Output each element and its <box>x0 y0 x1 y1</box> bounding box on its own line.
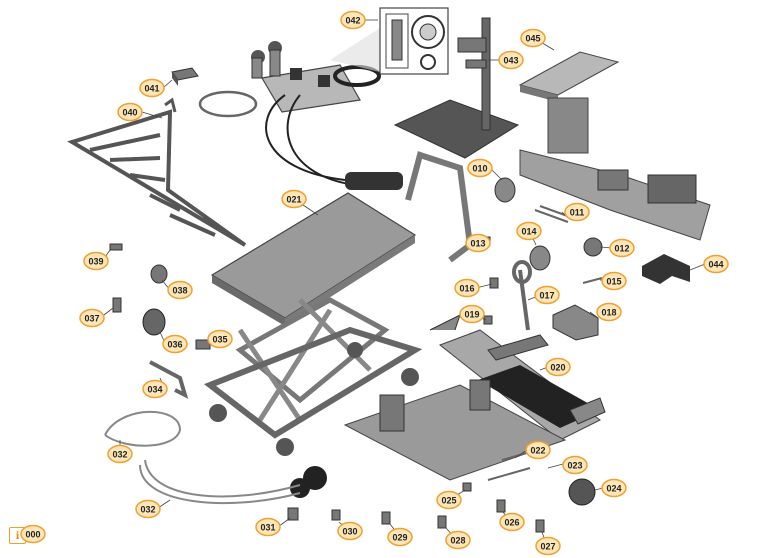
part-020-base-rail <box>343 329 606 481</box>
svg-text:012: 012 <box>614 244 629 254</box>
small-fittings <box>109 236 545 533</box>
callout-badge[interactable]: 000 <box>20 524 46 544</box>
callout-badge[interactable]: 034 <box>142 379 168 399</box>
callout-badge[interactable]: 032 <box>107 444 133 464</box>
svg-text:017: 017 <box>539 291 554 301</box>
callout-badge[interactable]: 024 <box>601 478 627 498</box>
callout-badge[interactable]: 013 <box>465 233 491 253</box>
svg-text:010: 010 <box>472 164 487 174</box>
svg-text:027: 027 <box>540 542 555 552</box>
svg-text:022: 022 <box>530 446 545 456</box>
callout-badge[interactable]: 030 <box>337 521 363 541</box>
svg-text:026: 026 <box>504 518 519 528</box>
svg-text:031: 031 <box>260 523 275 533</box>
part-040-a-frame <box>67 97 247 247</box>
callout-badge[interactable]: 019 <box>459 304 485 324</box>
callout-badge[interactable]: 038 <box>167 280 193 300</box>
svg-text:041: 041 <box>144 84 159 94</box>
callout-badge[interactable]: 011 <box>564 202 590 222</box>
inset-042-detail <box>330 7 449 75</box>
callout-badge[interactable]: 042 <box>340 10 366 30</box>
callout-badge[interactable]: 028 <box>445 530 471 550</box>
svg-text:035: 035 <box>212 335 227 345</box>
svg-text:034: 034 <box>147 385 162 395</box>
callout-badge[interactable]: 018 <box>596 302 622 322</box>
svg-text:045: 045 <box>525 34 540 44</box>
callout-badge[interactable]: 023 <box>562 455 588 475</box>
callout-badge[interactable]: 037 <box>79 308 105 328</box>
callout-badge[interactable]: 020 <box>545 357 571 377</box>
callout-badge[interactable]: 017 <box>534 285 560 305</box>
part-ring-clamp <box>198 90 258 118</box>
svg-text:032: 032 <box>140 505 155 515</box>
callout-badge[interactable]: 025 <box>436 490 462 510</box>
callout-badge[interactable]: 010 <box>467 158 493 178</box>
callout-badge[interactable]: 045 <box>520 28 546 48</box>
svg-text:043: 043 <box>503 56 518 66</box>
callout-badge[interactable]: 032 <box>135 499 161 519</box>
svg-text:016: 016 <box>459 284 474 294</box>
svg-text:013: 013 <box>470 239 485 249</box>
round-parts <box>142 177 603 506</box>
part-042-gauge-panel <box>251 41 403 190</box>
part-017-lever <box>512 260 532 331</box>
callout-badge[interactable]: 036 <box>162 334 188 354</box>
part-021-lift-table <box>203 151 474 456</box>
part-018-block <box>552 304 599 341</box>
callout-badge[interactable]: 044 <box>703 254 729 274</box>
callout-badge[interactable]: 016 <box>454 278 480 298</box>
svg-text:039: 039 <box>88 257 103 267</box>
svg-text:044: 044 <box>708 260 723 270</box>
callout-badge[interactable]: 043 <box>498 50 524 70</box>
svg-text:021: 021 <box>286 195 301 205</box>
callout-badge[interactable]: 040 <box>117 102 143 122</box>
svg-text:040: 040 <box>122 108 137 118</box>
part-045-frame <box>518 51 711 241</box>
svg-text:011: 011 <box>570 208 585 218</box>
svg-text:023: 023 <box>567 461 582 471</box>
svg-text:024: 024 <box>606 484 621 494</box>
svg-text:029: 029 <box>392 533 407 543</box>
svg-text:020: 020 <box>550 363 565 373</box>
callout-badges: 000 010 011 012 013 014 015 016 017 018 … <box>20 10 729 556</box>
callout-badge[interactable]: 022 <box>525 440 551 460</box>
callout-badge[interactable]: 031 <box>255 517 281 537</box>
part-041-block <box>171 67 199 86</box>
svg-text:030: 030 <box>342 527 357 537</box>
part-044-bracket <box>642 254 690 284</box>
svg-text:042: 042 <box>345 16 360 26</box>
callout-badge[interactable]: 039 <box>83 251 109 271</box>
svg-text:037: 037 <box>84 314 99 324</box>
part-034-wrench <box>149 360 189 399</box>
svg-text:015: 015 <box>606 277 621 287</box>
svg-text:014: 014 <box>521 227 536 237</box>
callout-badge[interactable]: 041 <box>139 78 165 98</box>
callout-badge[interactable]: 029 <box>387 527 413 547</box>
svg-text:025: 025 <box>441 496 456 506</box>
callout-badge[interactable]: 015 <box>601 271 627 291</box>
part-043-stand <box>393 17 520 159</box>
svg-text:019: 019 <box>464 310 479 320</box>
callout-badge[interactable]: 021 <box>281 189 307 209</box>
callout-badge[interactable]: 035 <box>207 329 233 349</box>
svg-text:018: 018 <box>601 308 616 318</box>
callout-badge[interactable]: 014 <box>516 221 542 241</box>
callout-badge[interactable]: 026 <box>499 512 525 532</box>
svg-text:036: 036 <box>167 340 182 350</box>
svg-text:000: 000 <box>25 530 40 540</box>
part-032-cables <box>104 410 301 505</box>
svg-text:032: 032 <box>112 450 127 460</box>
callout-badge[interactable]: 027 <box>535 536 561 556</box>
svg-text:028: 028 <box>450 536 465 546</box>
svg-text:038: 038 <box>172 286 187 296</box>
callout-badge[interactable]: 012 <box>609 238 635 258</box>
